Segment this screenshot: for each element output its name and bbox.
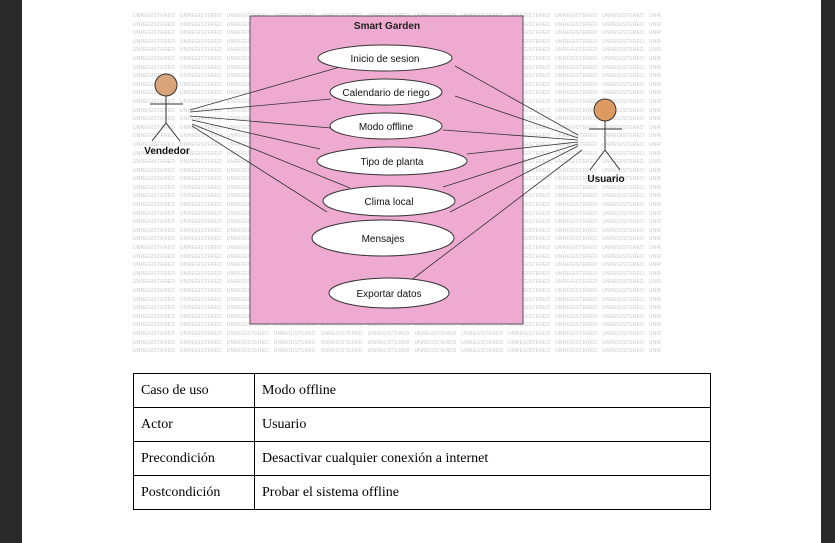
use-case-diagram: Smart Garden Inicio de sesion Calendario… xyxy=(144,15,625,325)
system-title: Smart Garden xyxy=(354,21,420,32)
use-case-label-1: Calendario de riego xyxy=(342,88,430,99)
use-case-label-6: Exportar datos xyxy=(356,289,421,300)
use-case-calendario-de-riego xyxy=(329,78,443,106)
use-case-label-4: Clima local xyxy=(365,197,414,208)
table-value-cell: Probar el sistema offline xyxy=(254,475,711,510)
use-case-exportar-datos xyxy=(328,277,450,309)
use-case-table: Caso de uso Modo offline Actor Usuario P… xyxy=(133,373,711,510)
actor-head-icon xyxy=(154,73,178,97)
table-key-cell: Caso de uso xyxy=(133,373,255,408)
actor-usuario: Usuario xyxy=(587,98,625,185)
use-case-inicio-de-sesion xyxy=(317,44,453,72)
use-case-label-0: Inicio de sesion xyxy=(351,54,420,65)
use-case-modo-offline xyxy=(329,112,443,140)
use-case-clima-local xyxy=(322,185,456,217)
table-key-cell: Precondición xyxy=(133,441,255,476)
actor-head-icon xyxy=(593,98,617,122)
actor-label-vendedor: Vendedor xyxy=(144,146,190,157)
table-key-cell: Postcondición xyxy=(133,475,255,510)
table-row: Postcondición Probar el sistema offline xyxy=(133,475,711,510)
actor-label-usuario: Usuario xyxy=(587,174,624,185)
use-case-label-2: Modo offline xyxy=(359,122,414,133)
use-case-tipo-de-planta xyxy=(316,146,468,176)
table-key-cell: Actor xyxy=(133,407,255,442)
actor-vendedor: Vendedor xyxy=(144,73,190,157)
left-associations xyxy=(189,66,351,213)
use-case-shapes xyxy=(311,44,468,309)
right-associations xyxy=(409,65,583,282)
table-value-cell: Modo offline xyxy=(254,373,711,408)
table-row: Precondición Desactivar cualquier conexi… xyxy=(133,441,711,476)
use-case-label-3: Tipo de planta xyxy=(360,157,423,168)
use-case-label-5: Mensajes xyxy=(362,234,405,245)
table-row: Caso de uso Modo offline xyxy=(133,373,711,408)
table-value-cell: Desactivar cualquier conexión a internet xyxy=(254,441,711,476)
use-case-mensajes xyxy=(311,219,455,257)
table-value-cell: Usuario xyxy=(254,407,711,442)
table-row: Actor Usuario xyxy=(133,407,711,442)
